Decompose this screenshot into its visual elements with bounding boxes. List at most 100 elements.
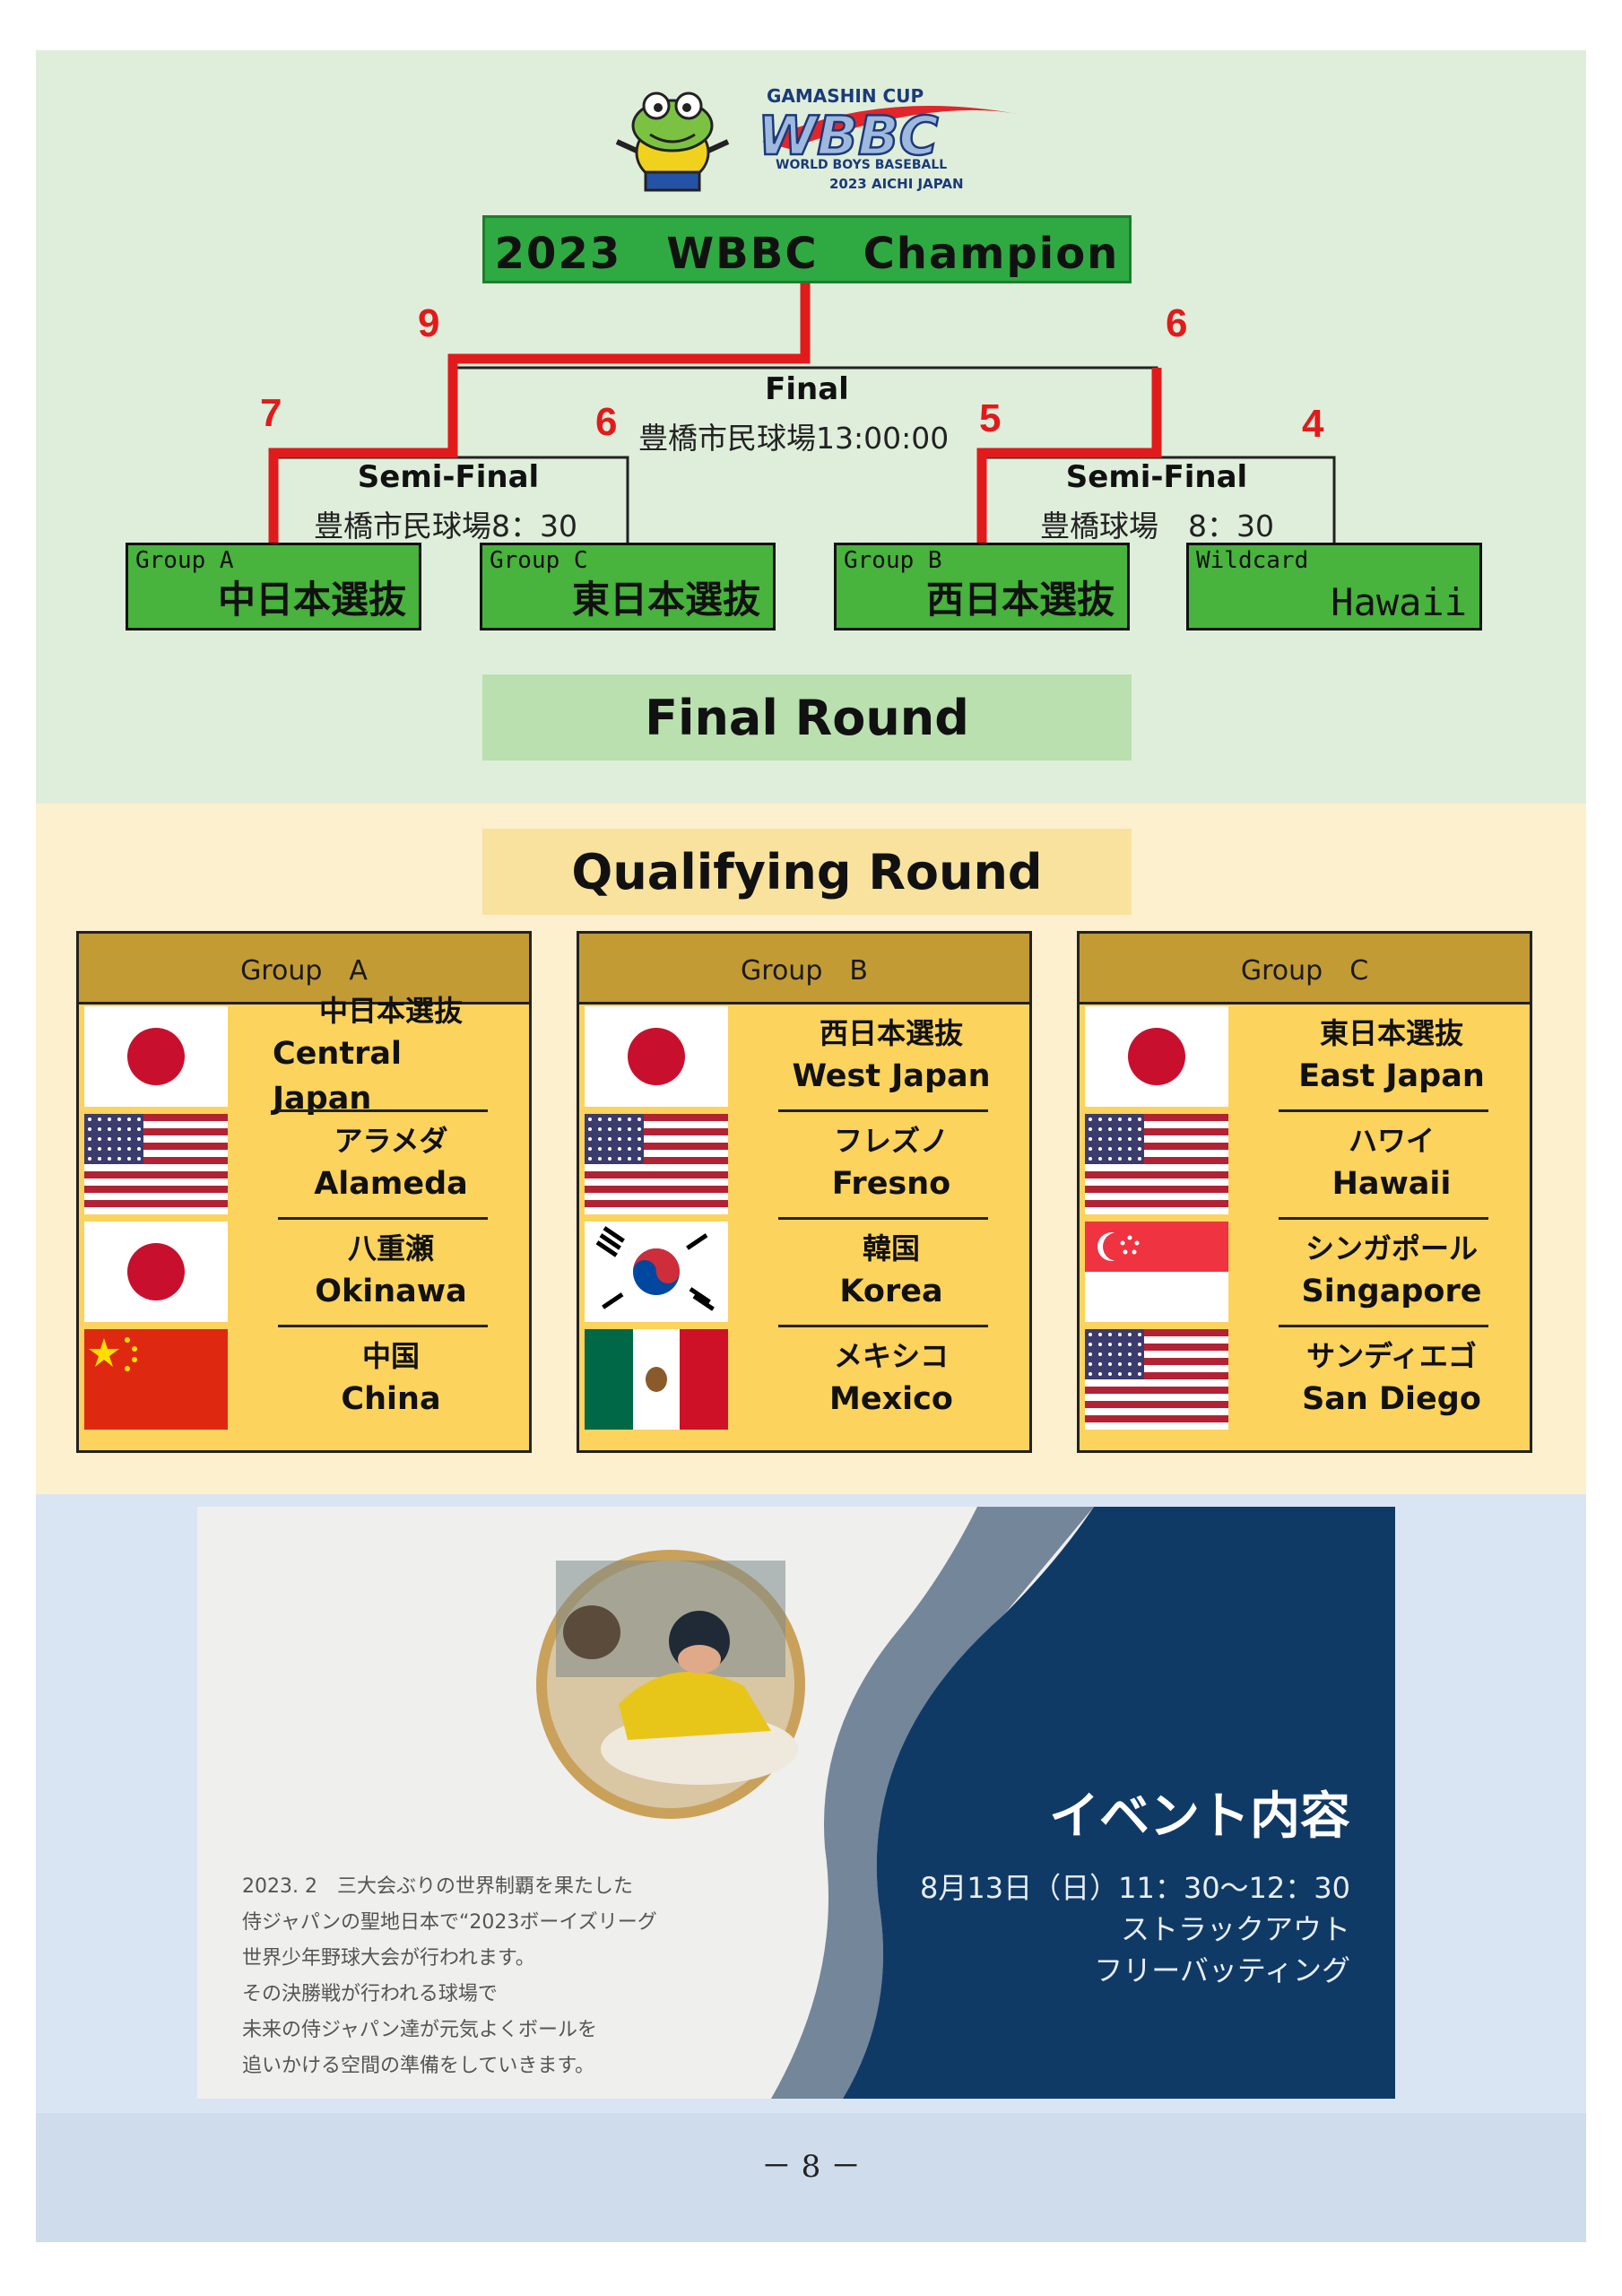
svg-text:GAMASHIN CUP: GAMASHIN CUP <box>767 85 924 107</box>
team-row: 中国 China <box>84 1325 529 1432</box>
team-name-en: Central Japan <box>273 1036 402 1117</box>
event-panel: 2023. 2 三大会ぶりの世界制覇を果たした 侍ジャパンの聖地日本で“2023… <box>197 1507 1395 2099</box>
usa-flag-icon <box>585 1114 728 1214</box>
team-name-jp: 西日本選抜 <box>819 1016 963 1050</box>
baseball-player-photo <box>536 1550 805 1819</box>
team-name-en: San Diego <box>1302 1381 1481 1417</box>
group-header: Group A <box>79 934 529 1004</box>
row-divider <box>1279 1325 1488 1327</box>
bracket-team: Group B 西日本選抜 <box>834 543 1130 631</box>
mexico-flag-icon <box>585 1329 728 1430</box>
team-name-en: Mexico <box>829 1381 953 1417</box>
semi-right-score-right: 4 <box>1302 402 1324 446</box>
final-label: Final <box>765 371 849 407</box>
bracket-team: Group C 東日本選抜 <box>480 543 776 631</box>
team-row: 八重瀬 Okinawa <box>84 1217 529 1325</box>
semi-right-label: Semi-Final <box>1065 459 1248 495</box>
japan-flag-icon <box>1085 1006 1228 1107</box>
team-name-jp: 中日本選抜 <box>318 994 463 1028</box>
event-activity: ストラックアウト <box>1120 1912 1350 1946</box>
japan-flag-icon <box>84 1006 228 1107</box>
semi-right-score-left: 5 <box>979 396 1002 440</box>
final-score-left: 9 <box>418 301 440 345</box>
usa-flag-icon <box>84 1114 228 1214</box>
event-description: 2023. 2 三大会ぶりの世界制覇を果たした 侍ジャパンの聖地日本で“2023… <box>242 1875 657 2077</box>
team-name-jp: ハワイ <box>1348 1124 1435 1158</box>
footer-section <box>36 2113 1586 2242</box>
semi-right-venue: 豊橋球場 8：30 <box>1040 509 1274 544</box>
team-group: Group A <box>135 547 234 574</box>
team-name: 中日本選抜 <box>217 578 406 622</box>
team-name-jp: 八重瀬 <box>347 1231 434 1265</box>
row-divider <box>778 1109 988 1112</box>
team-row: サンディエゴ San Diego <box>1085 1325 1530 1432</box>
group-header: Group C <box>1080 934 1530 1004</box>
china-flag-icon <box>84 1329 228 1430</box>
team-name-jp: アラメダ <box>334 1124 448 1158</box>
row-divider <box>1279 1109 1488 1112</box>
team-name-en: Hawaii <box>1331 1166 1452 1202</box>
team-name-en: Fresno <box>831 1166 951 1202</box>
bracket-team: Group A 中日本選抜 <box>126 543 421 631</box>
team-row: 東日本選抜 East Japan <box>1085 1002 1530 1109</box>
team-name-en: Alameda <box>314 1166 468 1202</box>
row-divider <box>278 1109 488 1112</box>
svg-text:2023 AICHI JAPAN: 2023 AICHI JAPAN <box>829 176 964 192</box>
team-name-en: Okinawa <box>315 1274 467 1309</box>
final-score-right: 6 <box>1166 301 1188 345</box>
team-names: 八重瀬 Okinawa <box>273 1217 509 1325</box>
final-venue: 豊橋市民球場13:00:00 <box>638 421 950 456</box>
team-name: 東日本選抜 <box>571 578 760 622</box>
team-name: 西日本選抜 <box>925 578 1115 622</box>
usa-flag-icon <box>1085 1114 1228 1214</box>
row-divider <box>778 1325 988 1327</box>
row-divider <box>1279 1217 1488 1220</box>
singapore-flag-icon <box>1085 1222 1228 1322</box>
team-names: 中国 China <box>273 1325 509 1432</box>
team-name-en: China <box>341 1381 441 1417</box>
row-divider <box>778 1217 988 1220</box>
team-name-jp: 東日本選抜 <box>1319 1016 1463 1050</box>
team-name-jp: シンガポール <box>1305 1231 1478 1265</box>
group-header: Group B <box>579 934 1029 1004</box>
semi-left-label: Semi-Final <box>357 459 540 495</box>
team-group: Wildcard <box>1196 547 1309 574</box>
bracket-team: Wildcard Hawaii <box>1186 543 1482 631</box>
team-name: Hawaii <box>1331 580 1467 624</box>
qualifying-round-title: Qualifying Round <box>482 829 1132 915</box>
semi-left-venue: 豊橋市民球場8：30 <box>314 509 577 544</box>
team-name-jp: 中国 <box>361 1339 420 1373</box>
team-name-jp: サンディエゴ <box>1306 1339 1477 1373</box>
team-row: アラメダ Alameda <box>84 1109 529 1217</box>
semi-left-score-right: 6 <box>595 400 618 444</box>
event-activity: フリーバッティング <box>1094 1953 1350 1987</box>
usa-flag-icon <box>1085 1329 1228 1430</box>
team-names: 中日本選抜 Central Japan <box>273 994 509 1117</box>
team-names: ハワイ Hawaii <box>1273 1109 1510 1217</box>
final-round-title: Final Round <box>482 674 1132 761</box>
team-row: ハワイ Hawaii <box>1085 1109 1530 1217</box>
svg-text:WORLD BOYS BASEBALL: WORLD BOYS BASEBALL <box>776 158 947 172</box>
team-name-jp: 韓国 <box>862 1231 920 1265</box>
row-divider <box>278 1217 488 1220</box>
korea-flag-icon <box>585 1222 728 1322</box>
team-name-en: East Japan <box>1298 1058 1485 1094</box>
team-group: Group C <box>490 547 588 574</box>
event-title: イベント内容 <box>1049 1787 1350 1846</box>
team-group: Group B <box>844 547 942 574</box>
bracket-lines <box>268 283 1336 543</box>
event-graphic <box>536 1507 1395 2099</box>
event-time: 8月13日（日）11：30～12：30 <box>920 1871 1350 1905</box>
